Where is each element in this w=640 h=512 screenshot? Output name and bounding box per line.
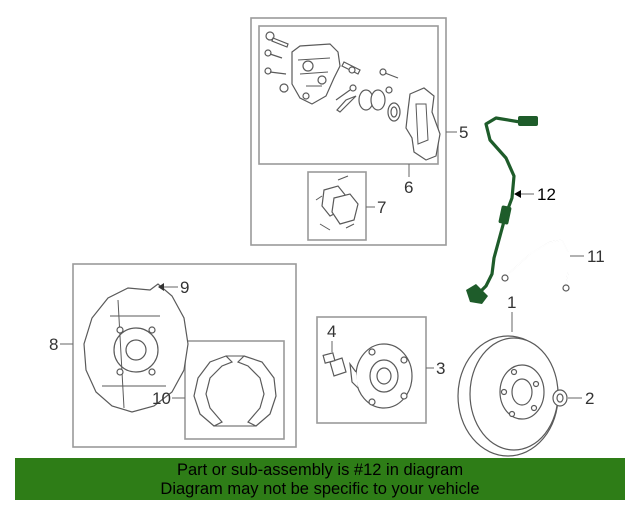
hub-box [316,316,427,424]
guide-pin-icon [335,61,399,113]
sensor-head [466,284,488,304]
caliper-assembly-group [250,17,447,246]
sensor-wire [474,116,522,298]
callout-1: 1 [507,293,516,312]
info-banner: Part or sub-assembly is #12 in diagram D… [15,458,625,500]
caliper-inner-box [258,25,439,165]
callout-2: 2 [585,389,594,408]
pad-kit-box [307,171,367,241]
brake-hose-icon [501,239,570,292]
callout-10: 10 [152,389,171,408]
backing-plate-group [72,263,297,448]
callout-11: 11 [587,247,605,266]
callout-9: 9 [180,278,189,297]
leader-lines [60,131,584,399]
backing-plate-outer-box [72,263,297,448]
banner-line-2: Diagram may not be specific to your vehi… [160,480,480,498]
banner-line-1: Part or sub-assembly is #12 in diagram [176,461,464,479]
callout-7: 7 [377,198,386,217]
brake-rotor-icon [457,335,559,457]
wheel-speed-sensor-icon [466,116,538,304]
callout-6: 6 [404,178,413,197]
wheel-hub-icon [349,343,413,409]
brake-pad-kit-icon [315,175,359,231]
rotor-screw-icon [552,389,568,407]
callout-12: 12 [537,185,556,204]
caliper-bolt-icon [264,31,289,93]
callout-5: 5 [459,123,468,142]
brake-shoe-box [184,340,285,440]
backing-plate-icon [83,283,189,413]
caliper-bracket-icon [405,87,441,161]
callout-8: 8 [49,335,58,354]
piston-icon [358,89,401,122]
parking-brake-shoe-icon [193,355,277,427]
caliper-body-icon [291,43,341,105]
sensor-clip [498,205,512,225]
sensor-connector [518,116,538,126]
callout-4: 4 [327,322,336,341]
hub-assembly-group [316,316,427,424]
hub-bolt-icon [322,352,347,377]
callout-3: 3 [436,359,445,378]
